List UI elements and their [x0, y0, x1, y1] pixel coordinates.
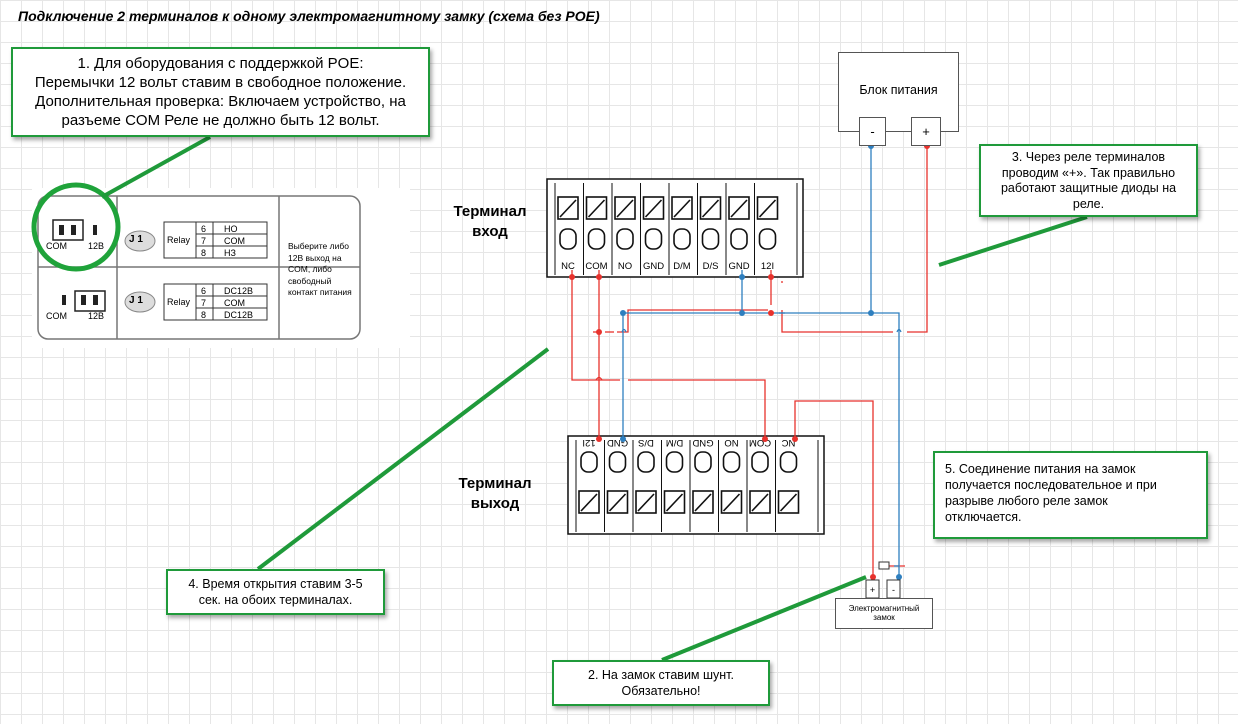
- terminal-pin: NC: [775, 437, 800, 532]
- power-supply: Блок питания: [838, 52, 959, 132]
- highlight-circle: [31, 182, 121, 272]
- terminal-pin: GND: [725, 183, 750, 275]
- lock-minus: -: [892, 585, 895, 595]
- terminal-pin-label: NC: [782, 437, 796, 448]
- terminal-pin-label: D/M: [666, 437, 684, 448]
- terminal-pin-label: NC: [561, 261, 575, 272]
- terminal-pin-label: NO: [724, 437, 738, 448]
- diagram-title: Подключение 2 терминалов к одному электр…: [18, 8, 600, 24]
- terminal-pin: COM: [746, 437, 771, 532]
- terminal-in-block: NC COM NO GND D/M D/S GND 12I: [546, 178, 804, 278]
- terminal-pin: COM: [583, 183, 608, 275]
- junction-dots: [569, 143, 930, 580]
- wires: [571, 146, 928, 577]
- jumper-icon: [74, 290, 106, 312]
- jumper-com-label: COM: [46, 311, 67, 321]
- terminal-pin-label: NO: [618, 261, 632, 272]
- shunt-resistor: [878, 561, 890, 570]
- terminal-pin-label: D/S: [703, 261, 719, 272]
- terminal-pin-label: COM: [585, 261, 607, 272]
- relay-label: Relay: [167, 297, 191, 307]
- callout-lines: [101, 135, 1088, 662]
- j1-label: J 1: [129, 234, 143, 245]
- relay-jumper-panel: [32, 188, 410, 348]
- j1-label: J 1: [129, 295, 143, 306]
- terminal-pin-label: D/S: [638, 437, 654, 448]
- jumper-icon: [52, 219, 84, 241]
- terminal-pin: NO: [718, 437, 743, 532]
- lock-plus: +: [870, 585, 875, 595]
- terminal-pin-label: GND: [728, 261, 749, 272]
- terminal-pin: 12I: [575, 437, 600, 532]
- terminal-pin-label: D/M: [673, 261, 691, 272]
- relay-panel-drawing: [31, 182, 361, 340]
- terminal-pin: GND: [640, 183, 665, 275]
- jumper-12v-label: 12В: [88, 241, 105, 251]
- psu-minus-terminal: -: [859, 117, 886, 146]
- note-2-shunt: 2. На замок ставим шунт.Обязательно!: [552, 660, 770, 706]
- terminal-pin: D/S: [697, 183, 722, 275]
- terminal-pin: D/M: [661, 437, 686, 532]
- terminal-pin: NO: [611, 183, 636, 275]
- terminal-pin-label: COM: [749, 437, 771, 448]
- terminal-pin: GND: [689, 437, 714, 532]
- psu-plus-terminal: +: [911, 117, 941, 146]
- jumper-12v-label: 12В: [88, 311, 105, 321]
- note-1-poe: 1. Для оборудования с поддержкой POE:Пер…: [11, 47, 430, 137]
- terminal-out-block: 12I GND D/S D/M GND NO COM NC: [567, 435, 825, 535]
- terminal-pin-label: GND: [692, 437, 713, 448]
- terminal-pin: 12I: [754, 183, 779, 275]
- power-supply-label: Блок питания: [859, 83, 938, 97]
- terminal-pin: GND: [604, 437, 629, 532]
- terminal-pin-label: GND: [607, 437, 628, 448]
- terminal-pin-label: 12I: [761, 261, 774, 272]
- terminal-pin: D/S: [632, 437, 657, 532]
- terminal-pin: NC: [554, 183, 579, 275]
- terminal-pin-label: GND: [643, 261, 664, 272]
- terminal-pin: D/M: [668, 183, 693, 275]
- relay-label: Relay: [167, 235, 191, 245]
- terminal-pin-label: 12I: [582, 437, 595, 448]
- jumper-com-label: COM: [46, 241, 67, 251]
